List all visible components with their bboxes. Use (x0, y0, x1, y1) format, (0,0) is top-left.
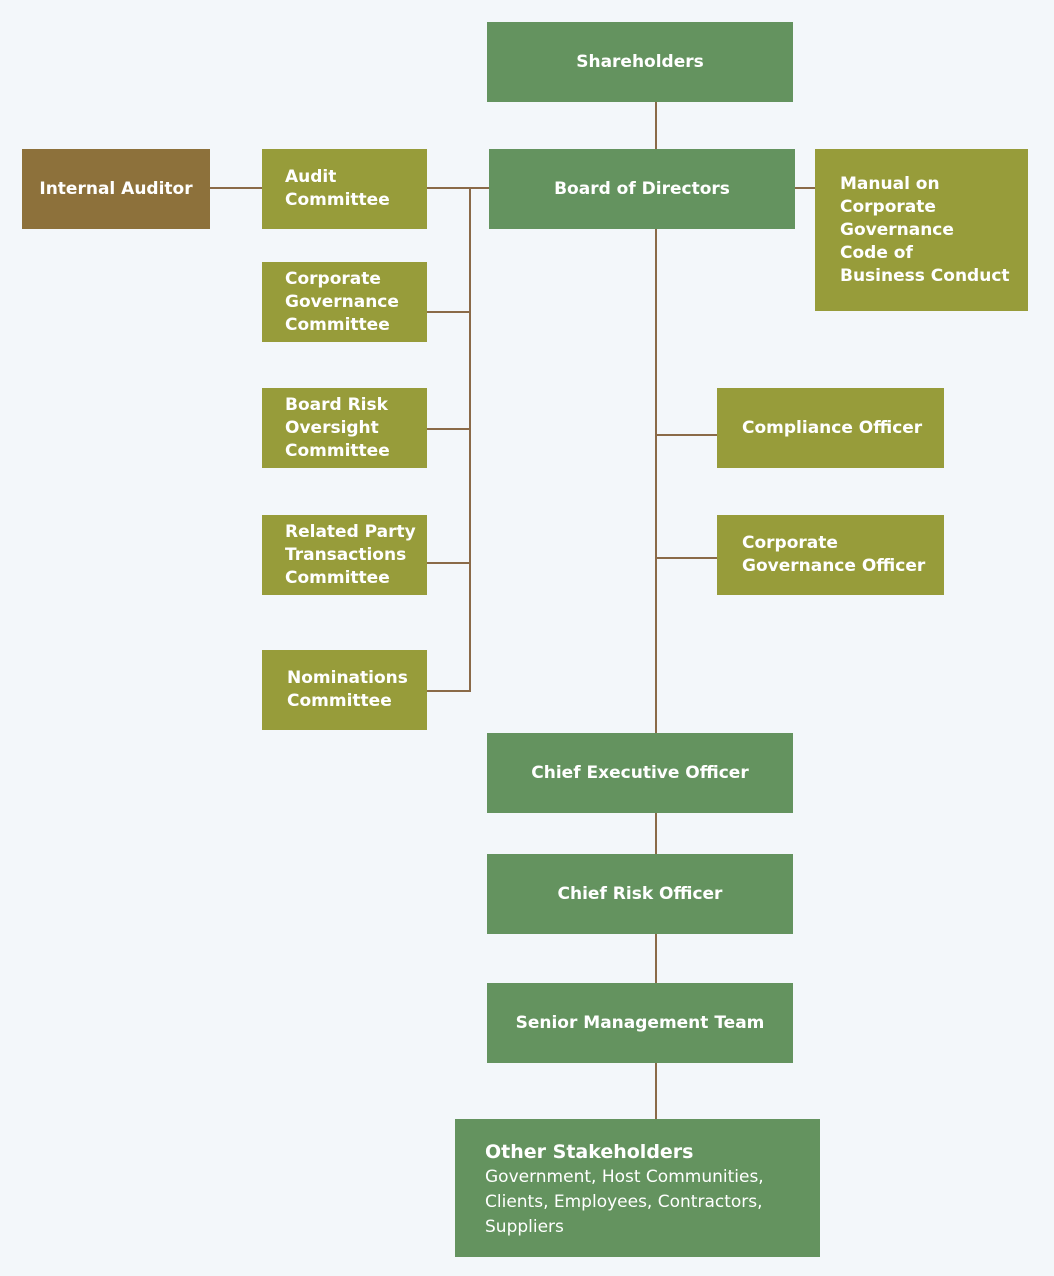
senior-management-team-label: Senior Management Team (515, 1012, 765, 1033)
other-stakeholders-description: Government, Host Communities, Clients, E… (485, 1167, 764, 1237)
related-party-transactions-committee-box: Related Party Transactions Committee (262, 515, 427, 595)
connector-risk-committee (427, 428, 470, 430)
connector-audit-board (427, 187, 489, 189)
connector-committee-spine (469, 187, 471, 692)
connector-ceo-cro (655, 813, 657, 855)
nominations-committee-label: Nominations Committee (287, 668, 408, 711)
connector-cro-smt (655, 934, 657, 984)
other-stakeholders-box: Other Stakeholders Government, Host Comm… (455, 1119, 820, 1257)
connector-compliance-officer (655, 434, 717, 436)
chief-risk-officer-label: Chief Risk Officer (557, 883, 723, 904)
compliance-officer-label: Compliance Officer (742, 417, 923, 438)
audit-committee-label: Audit Committee (285, 167, 390, 210)
other-stakeholders-content: Other Stakeholders Government, Host Comm… (485, 1140, 764, 1240)
chief-risk-officer-box: Chief Risk Officer (487, 854, 793, 934)
board-of-directors-box: Board of Directors (489, 149, 795, 229)
corporate-governance-committee-box: Corporate Governance Committee (262, 262, 427, 342)
audit-committee-box: Audit Committee (262, 149, 427, 229)
manual-corporate-governance-box: Manual on Corporate Governance Code of B… (815, 149, 1028, 311)
connector-nominations-committee (427, 690, 470, 692)
corporate-governance-officer-label: Corporate Governance Officer (742, 533, 926, 576)
shareholders-box: Shareholders (487, 22, 793, 102)
connector-cg-committee (427, 311, 470, 313)
senior-management-team-box: Senior Management Team (487, 983, 793, 1063)
chief-executive-officer-box: Chief Executive Officer (487, 733, 793, 813)
board-of-directors-label: Board of Directors (554, 178, 730, 199)
internal-auditor-label: Internal Auditor (39, 178, 193, 199)
board-risk-oversight-committee-box: Board Risk Oversight Committee (262, 388, 427, 468)
board-risk-oversight-committee-label: Board Risk Oversight Committee (285, 394, 390, 461)
connector-rpt-committee (427, 562, 470, 564)
chief-executive-officer-label: Chief Executive Officer (531, 762, 749, 783)
connector-auditor-audit (210, 187, 263, 189)
connector-board-manual (795, 187, 816, 189)
connector-shareholders-board (655, 102, 657, 150)
corporate-governance-committee-label: Corporate Governance Committee (285, 268, 399, 335)
corporate-governance-officer-box: Corporate Governance Officer (717, 515, 944, 595)
connector-cg-officer (655, 557, 717, 559)
shareholders-label: Shareholders (576, 51, 704, 72)
manual-corporate-governance-label: Manual on Corporate Governance Code of B… (840, 173, 1010, 286)
other-stakeholders-title: Other Stakeholders (485, 1141, 694, 1163)
nominations-committee-box: Nominations Committee (262, 650, 427, 730)
connector-smt-stakeholders (655, 1063, 657, 1120)
internal-auditor-box: Internal Auditor (22, 149, 210, 229)
related-party-transactions-committee-label: Related Party Transactions Committee (285, 521, 416, 588)
connector-board-ceo (655, 229, 657, 734)
compliance-officer-box: Compliance Officer (717, 388, 944, 468)
